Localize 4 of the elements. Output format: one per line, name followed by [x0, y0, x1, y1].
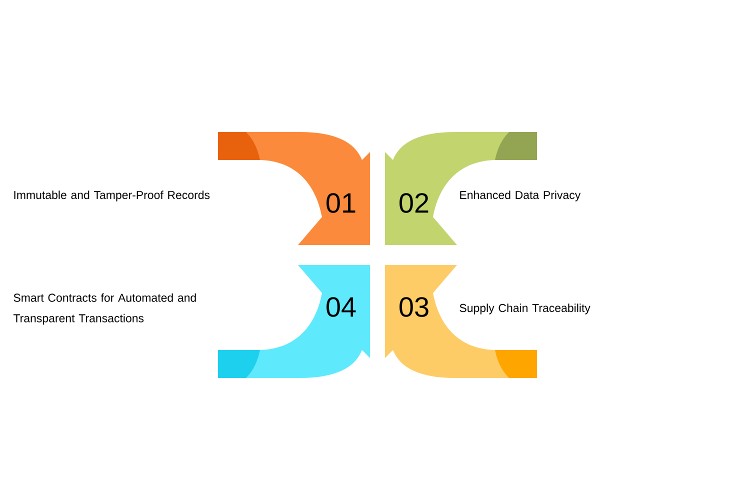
description-text: Smart Contracts for Automated and Transparent Transactions: [13, 293, 196, 325]
description-text: Immutable and Tamper-Proof Records: [14, 190, 210, 202]
curved-band: 04: [218, 265, 370, 378]
curved-band: 01: [218, 132, 370, 245]
